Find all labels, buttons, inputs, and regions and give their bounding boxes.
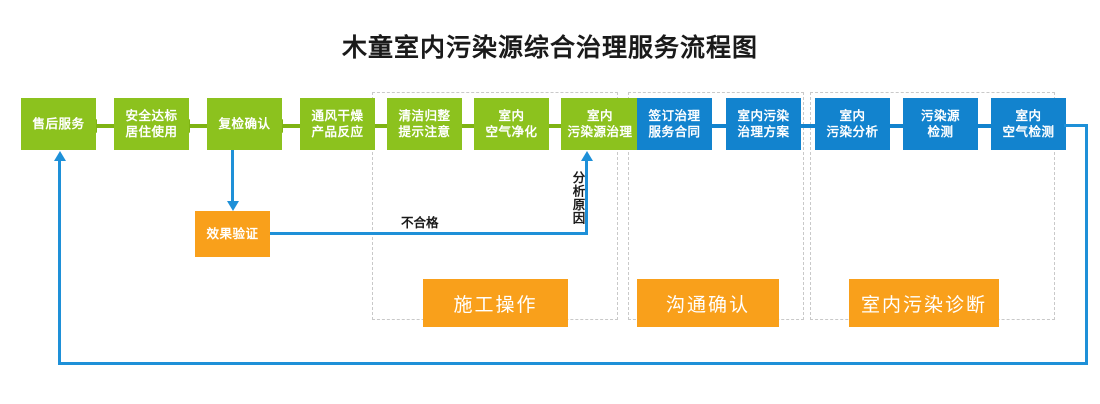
node-treat-plan-line1: 室内污染: [737, 108, 790, 124]
edge-label-unqualified: 不合格: [401, 215, 439, 230]
node-safe-use-line2: 居住使用: [125, 124, 178, 139]
node-air-detect-line2: 空气检测: [1002, 124, 1055, 139]
arrow-ventilate-to-recheck: [282, 124, 306, 128]
node-effect-verify-line1: 效果验证: [206, 226, 259, 242]
arrow-air-detect-to-source-detect: [971, 124, 995, 128]
arrow-clean-to-ventilate: [368, 124, 393, 128]
node-safe-use-line1: 安全达标: [125, 108, 178, 124]
stage-communication-label: 沟通确认: [665, 293, 750, 316]
stage-diagnosis-label: 室内污染诊断: [860, 293, 987, 316]
node-air-purify-line2: 空气净化: [485, 124, 538, 139]
global-loop-top-segment: [1064, 124, 1088, 127]
node-pollution-analysis-line2: 污染分析: [826, 124, 879, 139]
node-recheck-line1: 复检确认: [218, 116, 271, 132]
node-safe-use[interactable]: 安全达标 居住使用: [114, 98, 189, 150]
stage-construction[interactable]: 施工操作: [423, 279, 568, 327]
feedback-unqualified-vertical-arrow: [585, 160, 588, 235]
node-clean-tidy[interactable]: 清洁归整 提示注意: [387, 98, 462, 150]
node-effect-verify[interactable]: 效果验证: [195, 211, 270, 257]
node-source-treat-line1: 室内: [586, 108, 613, 124]
node-source-detect-line2: 检测: [927, 124, 954, 139]
node-air-detect-line1: 室内: [1015, 108, 1042, 124]
node-treat-plan-line2: 治理方案: [737, 124, 790, 139]
arrow-purify-to-clean: [456, 124, 480, 128]
node-source-treat-line2: 污染源治理: [567, 124, 633, 139]
node-recheck[interactable]: 复检确认: [207, 98, 282, 150]
node-source-detect-line1: 污染源: [920, 108, 960, 124]
node-after-sales-line1: 售后服务: [32, 116, 85, 132]
node-sign-contract-line1: 签订治理: [648, 108, 701, 124]
global-loop-bottom-segment: [58, 362, 1088, 365]
arrow-recheck-to-safe-use: [189, 124, 213, 128]
page-title: 木童室内污染源综合治理服务流程图: [341, 33, 758, 62]
node-sign-contract[interactable]: 签订治理 服务合同: [637, 98, 712, 150]
node-source-treat[interactable]: 室内 污染源治理: [561, 98, 639, 150]
arrow-source-treat-to-purify: [543, 124, 568, 128]
stage-communication[interactable]: 沟通确认: [637, 279, 779, 327]
edge-label-analyze-cause: 分析原因: [570, 171, 586, 225]
arrow-analysis-to-plan: [795, 124, 820, 128]
node-ventilate-dry-line1: 通风干燥: [311, 108, 364, 124]
node-source-detect[interactable]: 污染源 检测: [903, 98, 978, 150]
arrow-plan-to-contract: [706, 124, 730, 128]
stage-construction-label: 施工操作: [453, 293, 538, 316]
node-air-purify-line1: 室内: [498, 108, 525, 124]
arrow-recheck-to-effect-verify: [231, 150, 234, 202]
node-pollution-analysis[interactable]: 室内 污染分析: [815, 98, 890, 150]
node-air-purify[interactable]: 室内 空气净化: [474, 98, 549, 150]
node-air-detect[interactable]: 室内 空气检测: [991, 98, 1066, 150]
node-clean-tidy-line1: 清洁归整: [398, 108, 451, 124]
node-after-sales[interactable]: 售后服务: [21, 98, 96, 150]
feedback-unqualified-horizontal: [270, 232, 588, 235]
global-loop-right-segment: [1085, 124, 1088, 365]
node-ventilate-dry-line2: 产品反应: [311, 124, 364, 139]
node-treat-plan[interactable]: 室内污染 治理方案: [726, 98, 801, 150]
node-pollution-analysis-line1: 室内: [839, 108, 866, 124]
node-ventilate-dry[interactable]: 通风干燥 产品反应: [300, 98, 375, 150]
arrow-source-detect-to-analysis: [883, 124, 907, 128]
stage-diagnosis[interactable]: 室内污染诊断: [849, 279, 999, 327]
arrow-safe-use-to-after-sales: [96, 124, 120, 128]
node-sign-contract-line2: 服务合同: [648, 124, 701, 139]
global-loop-left-arrow: [58, 160, 61, 365]
node-clean-tidy-line2: 提示注意: [398, 124, 451, 139]
